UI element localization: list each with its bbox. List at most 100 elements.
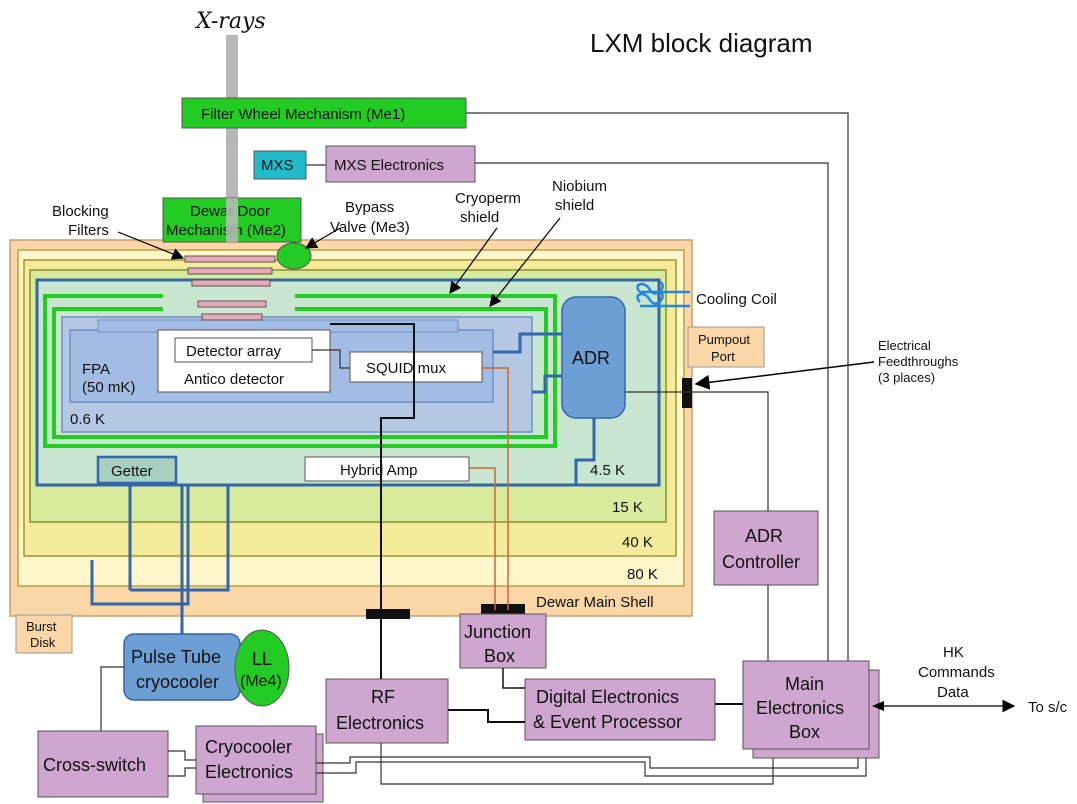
dewar-main-shell-label: Dewar Main Shell [536, 594, 654, 611]
adr-to-controller-wire [625, 391, 769, 511]
cryoperm-arrow [449, 227, 498, 294]
feedthrough-bottom-left [366, 609, 410, 619]
bypass-label-1: Bypass [345, 199, 394, 216]
blocking-arrow [117, 231, 185, 260]
bypass-arrow [304, 227, 341, 249]
rf-to-main-wire [380, 743, 774, 785]
bypass-valve [276, 242, 312, 270]
temp-15k: 15 K [612, 499, 643, 516]
getter-box [96, 455, 178, 485]
digital-label-2: & Event Processor [533, 712, 682, 732]
getter-label: Getter [111, 463, 153, 480]
mxs-electronics-label: MXS Electronics [334, 157, 444, 174]
adr-link-2 [532, 374, 562, 394]
blocking-filter-2 [187, 267, 273, 275]
ll-label-2: (Me4) [240, 673, 282, 690]
junction-to-digital-wire [502, 668, 525, 689]
squid-to-junction-wire-1 [482, 367, 509, 610]
pulse-tube-line-4 [130, 485, 230, 592]
adr-controller-label-2: Controller [722, 552, 800, 572]
squid-to-rf-wire [330, 323, 415, 679]
squid-to-junction-wire-2 [469, 467, 496, 610]
to-spacecraft-label: To s/c [1028, 699, 1068, 716]
adr-link-1 [493, 332, 562, 354]
cross-switch-to-cryo-wire-1 [168, 750, 196, 761]
cryoperm-label-2: shield [460, 209, 499, 226]
filter-wheel-to-main-wire [466, 112, 849, 661]
niobium-shield [52, 307, 548, 439]
xrays-label: X-rays [194, 9, 266, 34]
adr-link-3 [574, 418, 596, 484]
hk-label: HK [943, 644, 964, 661]
main-electronics-box [742, 660, 870, 750]
feedthrough-arrow [694, 361, 875, 390]
blocking-filter-5 [201, 313, 263, 321]
feedthrough-label-3: (3 places) [878, 370, 935, 385]
adr-label: ADR [572, 348, 610, 368]
main-electronics-label-3: Box [789, 722, 820, 742]
junction-label-1: Junction [464, 622, 531, 642]
blocking-filter-3 [191, 279, 271, 287]
squid-mux-label: SQUID mux [366, 360, 447, 377]
diagram-title: LXM block diagram [590, 28, 813, 58]
junction-label-2: Box [484, 646, 515, 666]
junction-box [459, 613, 547, 669]
pulse-tube-line-2 [90, 485, 190, 606]
hybrid-amp-box [304, 456, 470, 482]
detector-array-label: Detector array [186, 343, 282, 360]
cross-switch-label: Cross-switch [43, 755, 146, 775]
rf-to-digital-wire [448, 709, 525, 723]
pumpout-label-2: Port [711, 349, 735, 364]
pumpout-label-1: Pumpout [698, 332, 750, 347]
spacecraft-link-tail [872, 701, 884, 711]
cooling-coil [636, 280, 690, 308]
bypass-label-2: Valve (Me3) [330, 219, 410, 236]
xray-beam-over-door [226, 198, 238, 242]
cryo-to-main-wire-1 [316, 756, 859, 769]
mxs-to-main-wire [475, 162, 829, 661]
blocking-label-2: Filters [68, 222, 109, 239]
burst-disk-label-1: Burst [26, 619, 57, 634]
cryoperm-label-1: Cryoperm [455, 190, 521, 207]
rf-electronics-box [325, 678, 449, 744]
blocking-filter-1 [184, 255, 276, 263]
ll-valve [234, 629, 290, 707]
main-electronics-label-1: Main [785, 674, 824, 694]
filter-wheel-label: Filter Wheel Mechanism (Me1) [201, 106, 405, 123]
blocking-label-1: Blocking [52, 203, 109, 220]
niobium-label-1: Niobium [552, 178, 607, 195]
pumpout-port-box [687, 326, 765, 368]
temp-40k: 40 K [622, 534, 653, 551]
pulse-tube-label-1: Pulse Tube [131, 647, 221, 667]
squid-link [312, 349, 352, 369]
feedthrough-bottom-right [481, 604, 525, 614]
adr-controller-label-1: ADR [745, 526, 783, 546]
cryoperm-shield [43, 294, 557, 448]
data-label: Data [937, 684, 969, 701]
feedthrough-label-2: Feedthroughs [878, 354, 959, 369]
rf-label-2: Electronics [336, 713, 424, 733]
commands-label: Commands [918, 664, 995, 681]
feedthrough-right [682, 378, 692, 408]
main-electronics-label-2: Electronics [756, 698, 844, 718]
ll-label-1: LL [252, 649, 272, 669]
cryo-to-main-wire-2 [316, 758, 867, 777]
mxs-label: MXS [261, 157, 294, 174]
temp-4p5k: 4.5 K [590, 462, 625, 479]
antico-label: Antico detector [184, 371, 284, 388]
temp-0p6k: 0.6 K [70, 411, 105, 428]
squid-mux-box [349, 351, 483, 383]
mxs-electronics-box [325, 145, 476, 183]
rf-label-1: RF [371, 687, 395, 707]
cryocooler-electronics-label-1: Cryocooler [205, 737, 292, 757]
niobium-label-2: shield [555, 197, 594, 214]
cross-switch-box [37, 730, 169, 798]
cryocooler-electronics-box [195, 725, 317, 795]
digital-label-1: Digital Electronics [536, 687, 679, 707]
cryocooler-electronics-label-2: Electronics [205, 762, 293, 782]
cooling-coil-label: Cooling Coil [696, 291, 777, 308]
fpa-temp-label: (50 mK) [82, 379, 135, 396]
cross-switch-to-cryo-wire-2 [168, 767, 196, 777]
pulse-tube-label-2: cryocooler [136, 672, 219, 692]
